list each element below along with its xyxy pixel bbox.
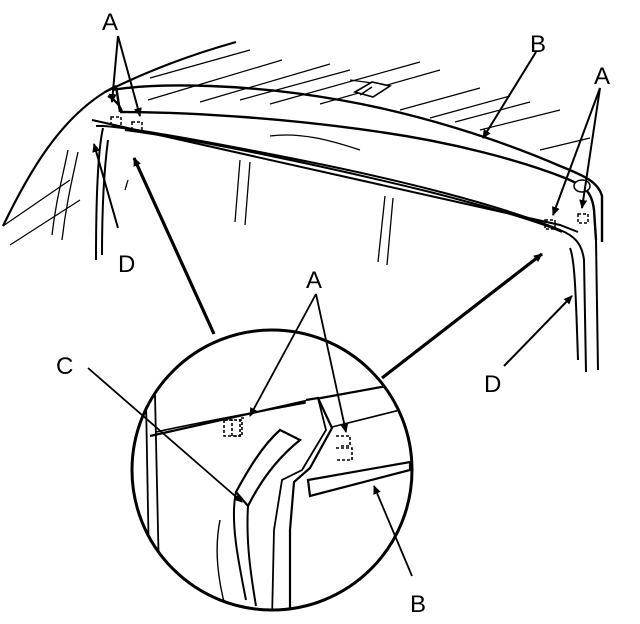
label-d-right: D	[484, 371, 501, 398]
dome-light	[352, 81, 393, 98]
detail-leader-lines	[87, 293, 413, 577]
label-b-top: B	[530, 31, 546, 58]
leader-lines	[92, 35, 601, 367]
detail-callout-circle	[130, 328, 414, 612]
clip-marker-top-right	[544, 213, 589, 230]
label-a-top-left: A	[102, 9, 118, 36]
label-d-left: D	[118, 251, 135, 278]
clip-marker-top-left	[110, 116, 143, 132]
window-frame	[91, 119, 599, 373]
detail-connector-arrows	[132, 157, 543, 380]
label-a-top-right: A	[594, 63, 610, 90]
label-b-bottom: B	[410, 591, 426, 618]
roof-outline	[2, 40, 237, 227]
label-c-left: C	[56, 353, 73, 380]
interior-pillars	[51, 134, 394, 266]
headliner-hatching	[2, 49, 591, 246]
mount-hole-right	[573, 179, 591, 193]
label-a-center: A	[306, 267, 322, 294]
